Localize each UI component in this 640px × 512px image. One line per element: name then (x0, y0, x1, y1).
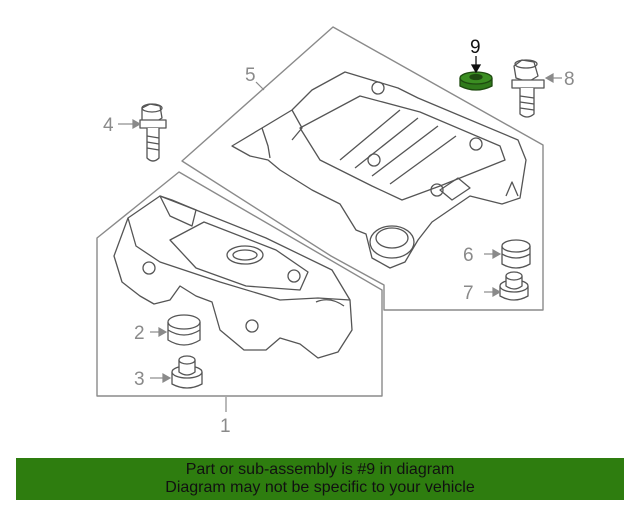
callout-8: 8 (564, 69, 575, 90)
callout-2: 2 (134, 323, 145, 344)
callout-3: 3 (134, 369, 145, 390)
parts-diagram: 1 2 3 4 5 6 7 8 9 (96, 26, 575, 437)
grommet-part-2 (167, 314, 201, 346)
callout-4: 4 (103, 115, 114, 136)
lower-engine-cover (113, 195, 353, 359)
callout-6: 6 (463, 245, 474, 266)
assembly-5-frame (181, 26, 544, 311)
grommet-part-6 (501, 239, 531, 269)
insulator-part-7 (499, 271, 529, 301)
bolt-part-4 (139, 103, 167, 162)
callout-7: 7 (463, 283, 474, 304)
nut-part-9 (459, 71, 493, 91)
upper-engine-cover (231, 71, 527, 269)
insulator-part-3 (171, 355, 203, 389)
info-banner: Part or sub-assembly is #9 in diagram Di… (16, 458, 624, 500)
bolt-part-8 (511, 59, 545, 118)
callout-9: 9 (470, 37, 481, 58)
banner-line-1: Part or sub-assembly is #9 in diagram (185, 461, 455, 478)
assembly-1-frame (96, 171, 383, 397)
callout-5: 5 (245, 65, 256, 86)
banner-line-2: Diagram may not be specific to your vehi… (165, 479, 475, 496)
callout-1: 1 (220, 416, 231, 437)
